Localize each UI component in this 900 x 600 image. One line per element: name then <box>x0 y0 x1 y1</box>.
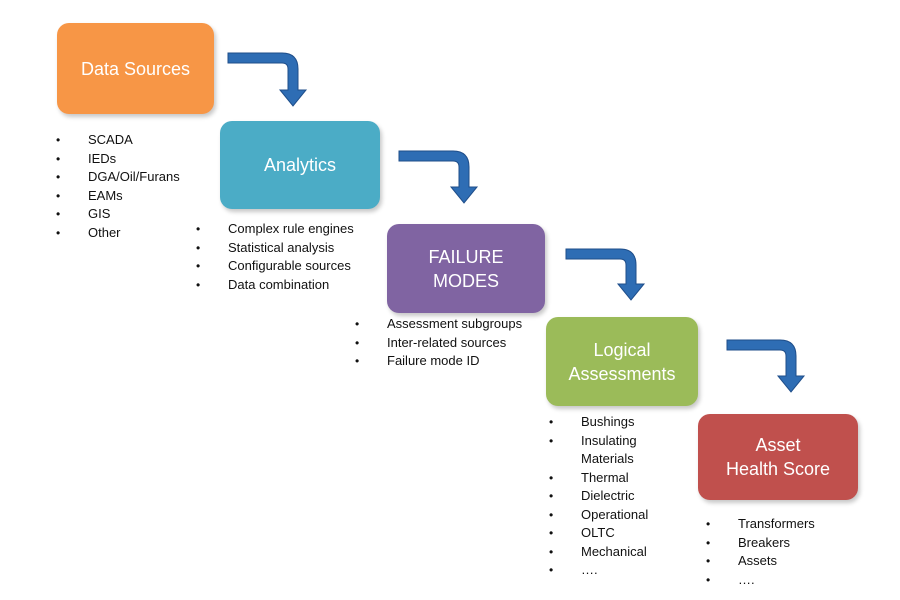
failure-modes-title-line1: FAILURE <box>428 246 504 267</box>
data-sources-box: Data Sources <box>57 23 214 114</box>
list-item: Other <box>56 224 180 243</box>
list-item: Mechanical <box>549 543 648 562</box>
asset-health-score-title-line1: Asset <box>755 435 801 455</box>
flow-arrow-1 <box>227 52 308 107</box>
list-item: Configurable sources <box>196 257 354 276</box>
asset-health-score-box: Asset Health Score <box>698 414 858 500</box>
failure-modes-box: FAILURE MODES <box>387 224 545 313</box>
list-item: Thermal <box>549 469 648 488</box>
analytics-box: Analytics <box>220 121 380 209</box>
list-item: Failure mode ID <box>355 352 522 371</box>
list-item: GIS <box>56 205 180 224</box>
list-item-continuation: Materials <box>581 451 634 466</box>
list-item: …. <box>706 571 815 590</box>
failure-modes-title-line2: MODES <box>432 270 499 291</box>
asset-health-score-title-line2: Health Score <box>725 459 831 479</box>
list-item: OLTC <box>549 524 648 543</box>
list-item: Bushings <box>549 413 648 432</box>
analytics-title: Analytics <box>263 155 337 175</box>
list-item: Data combination <box>196 276 354 295</box>
asset-health-score-list: Transformers Breakers Assets …. <box>706 515 815 589</box>
flow-arrow-3 <box>565 248 646 301</box>
failure-modes-list: Assessment subgroups Inter-related sourc… <box>355 315 522 371</box>
flow-arrow-2 <box>398 150 479 204</box>
list-item: Inter-related sources <box>355 334 522 353</box>
logical-assessments-list: Bushings Insulating Materials Thermal Di… <box>549 413 648 580</box>
list-item: IEDs <box>56 150 180 169</box>
list-item: …. <box>549 561 648 580</box>
list-item: Statistical analysis <box>196 239 354 258</box>
list-item: Assets <box>706 552 815 571</box>
list-item: EAMs <box>56 187 180 206</box>
list-item: Insulating <box>549 432 648 451</box>
analytics-list: Complex rule engines Statistical analysi… <box>196 220 354 294</box>
list-item: Operational <box>549 506 648 525</box>
logical-assessments-box: Logical Assessments <box>546 317 698 406</box>
list-item: Dielectric <box>549 487 648 506</box>
list-item: Breakers <box>706 534 815 553</box>
list-item: Assessment subgroups <box>355 315 522 334</box>
logical-assessments-title-line2: Assessments <box>568 363 676 384</box>
logical-assessments-title-line1: Logical <box>593 339 651 360</box>
flow-arrow-4 <box>726 339 806 393</box>
list-item: Complex rule engines <box>196 220 354 239</box>
list-item: Transformers <box>706 515 815 534</box>
data-sources-list: SCADA IEDs DGA/Oil/Furans EAMs GIS Other <box>56 131 180 242</box>
list-item: DGA/Oil/Furans <box>56 168 180 187</box>
list-item: SCADA <box>56 131 180 150</box>
data-sources-title: Data Sources <box>80 58 191 79</box>
